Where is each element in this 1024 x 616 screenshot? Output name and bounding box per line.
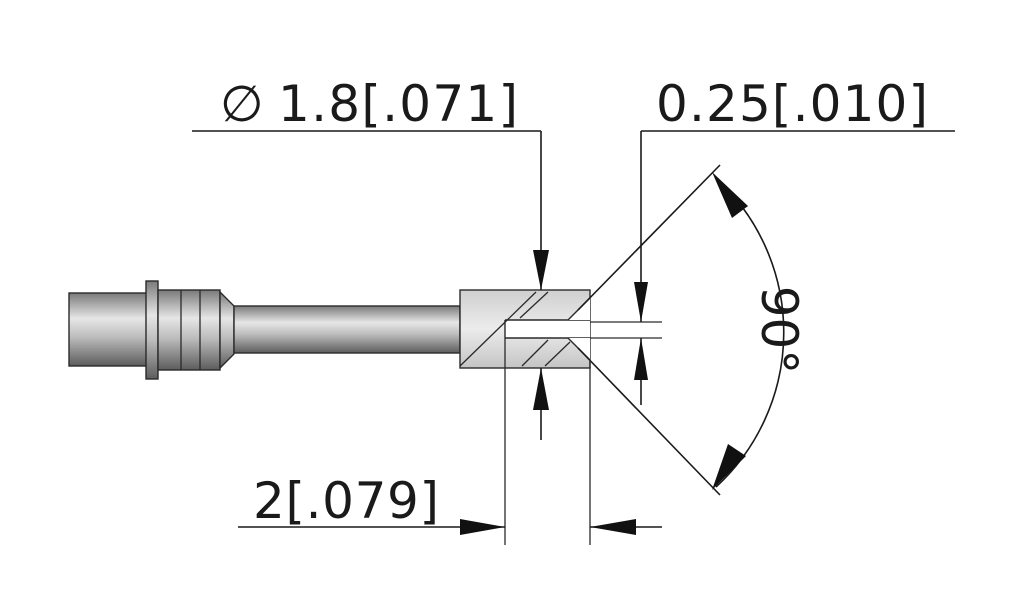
diameter-symbol: ∅ [220, 75, 264, 133]
diameter-label: 1.8[.071] [278, 75, 518, 133]
nozzle-chamfer [219, 290, 235, 370]
angle-dimension: 90° [577, 164, 808, 496]
nozzle-body [68, 280, 591, 380]
nozzle-shaft [233, 305, 461, 354]
angle-label: 90° [750, 286, 808, 375]
diameter-dimension: ∅ 1.8[.071] [192, 75, 549, 440]
length-label: 2[.079] [253, 472, 439, 530]
length-dimension: 2[.079] [238, 338, 662, 545]
nozzle-hex-nut [157, 289, 221, 371]
gap-dimension: 0.25[.010] [590, 75, 955, 405]
gap-label: 0.25[.010] [656, 75, 928, 133]
nozzle-flange [145, 280, 159, 380]
nozzle-tip-section [459, 289, 591, 369]
nozzle-base-cylinder [68, 292, 150, 367]
